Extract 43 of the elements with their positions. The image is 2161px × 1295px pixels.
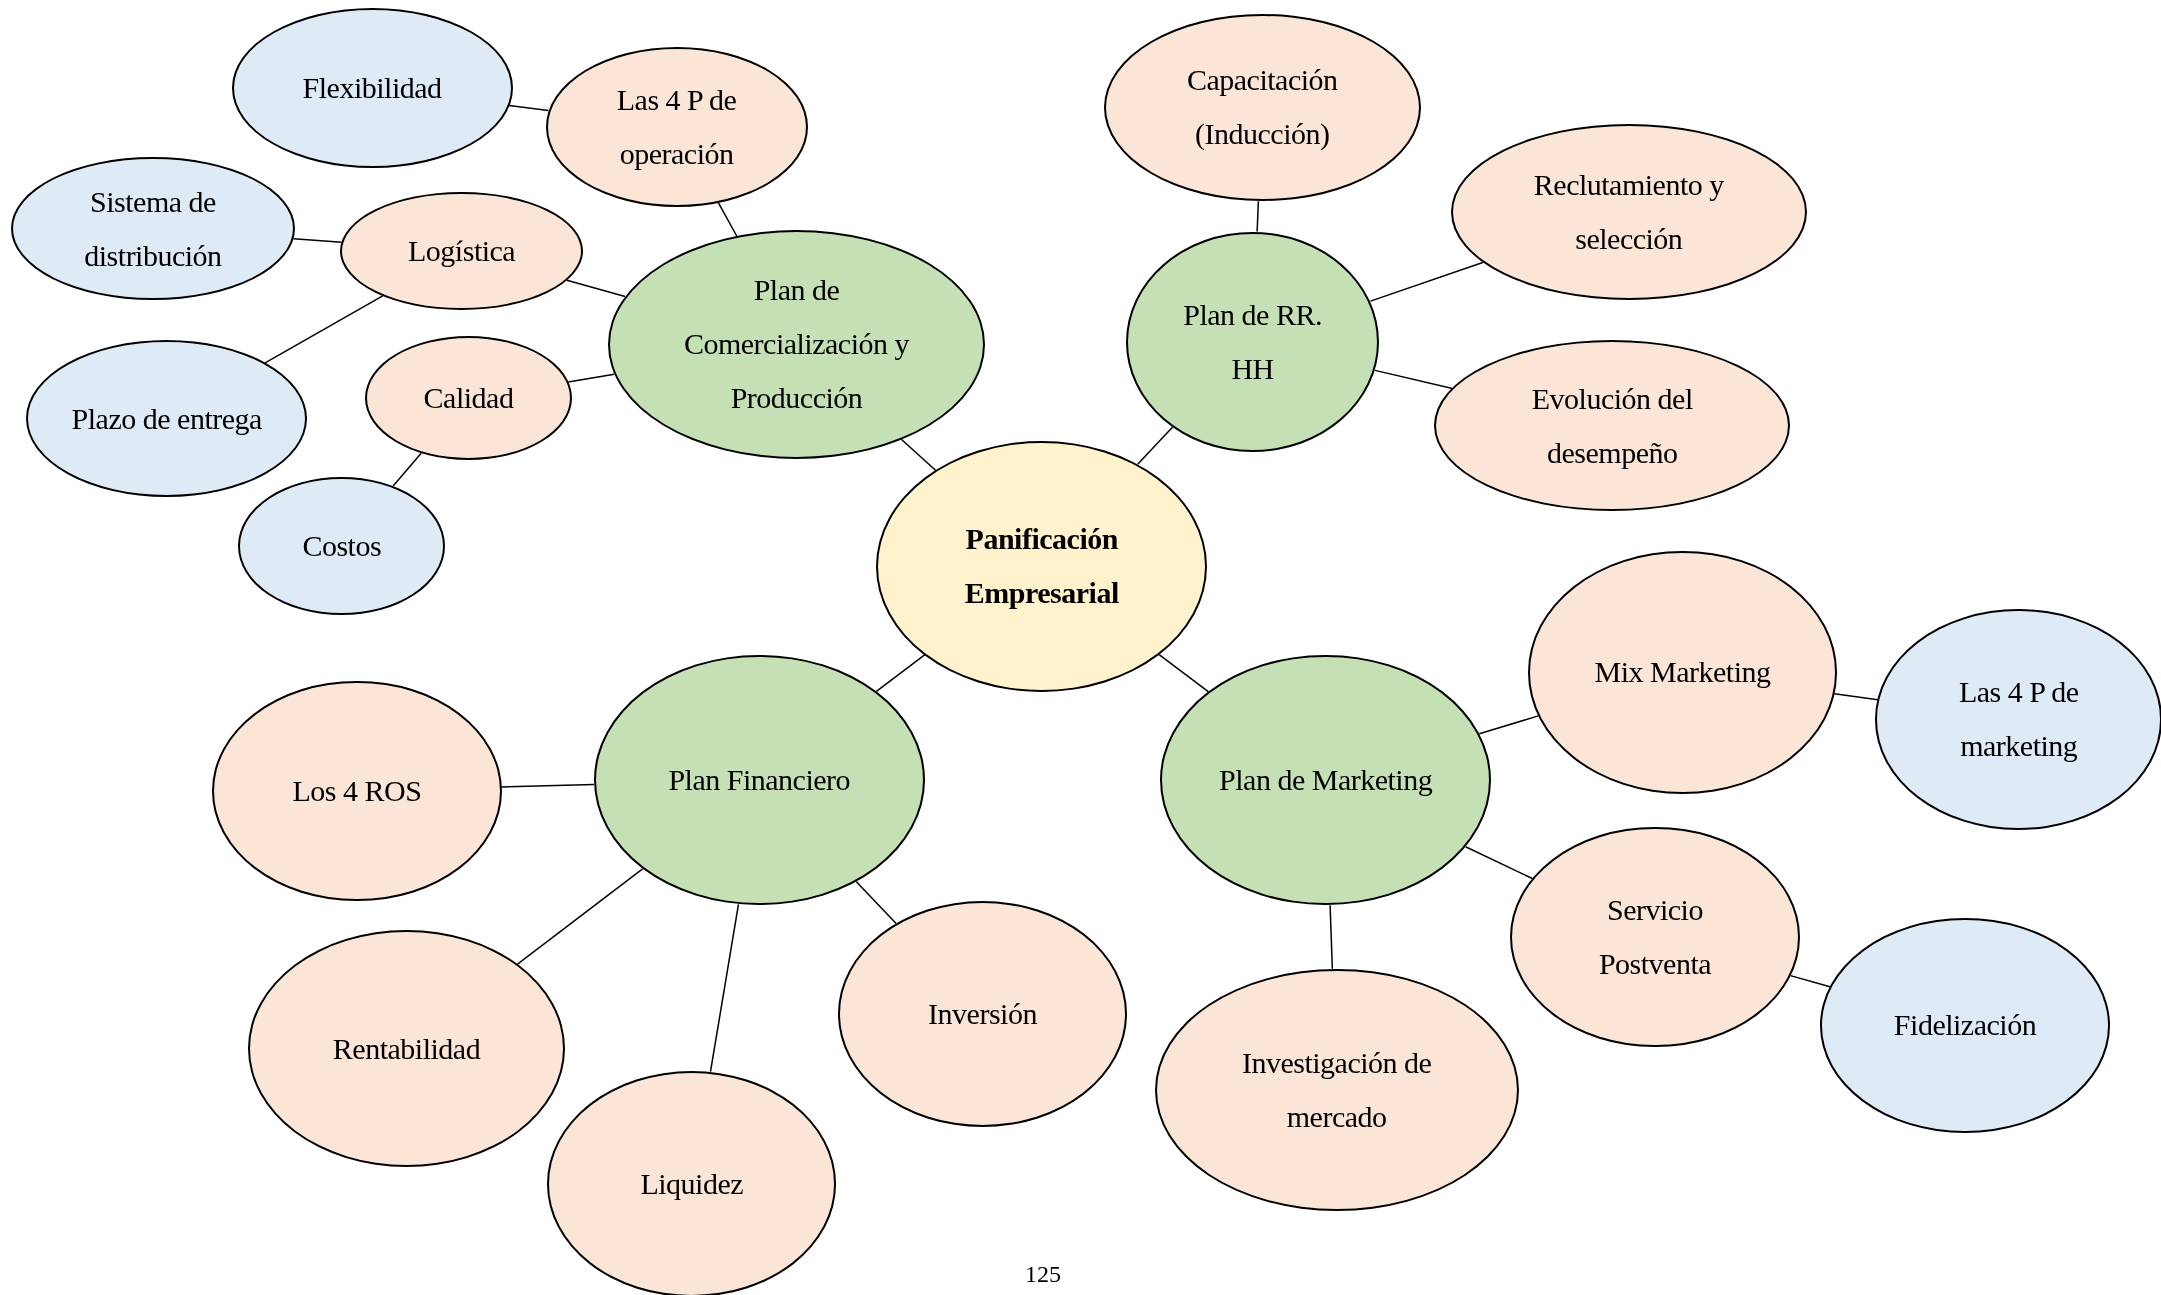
node-label: Las 4 P de operación [615,81,738,172]
connector-line [709,903,740,1073]
node-label: Liquidez [640,1165,744,1202]
connector-line [516,868,644,965]
connector-line [900,438,937,471]
node-label: Plan Financiero [668,761,851,798]
node-label: Calidad [423,380,514,417]
node-label: Plan de Comercialización y Producción [682,272,911,417]
connector-line [1329,904,1334,970]
node-label: Capacitación (Inducción) [1185,62,1339,153]
node-label: Panificación Empresarial [963,521,1120,612]
node-label: Plan de Marketing [1219,761,1433,798]
node-label: Investigación de mercado [1240,1044,1433,1135]
connector-line [1158,653,1209,693]
connector-line [1136,426,1174,465]
node-label: Mix Marketing [1594,654,1771,691]
connector-line [392,452,422,487]
connector-line [717,201,738,237]
node-label: Los 4 ROS [292,772,422,809]
connector-line [1369,261,1484,302]
connector-line [566,279,626,298]
connector-line [1833,692,1879,701]
node-label: Logística [408,232,516,269]
node-label: Costos [302,527,382,564]
node-label: Reclutamiento y selección [1532,167,1725,258]
node-label: Plazo de entrega [71,400,262,437]
node-label: Plan de RR. HH [1182,296,1323,387]
node-label: Sistema de distribución [83,183,223,274]
connector-line [855,880,897,925]
connector-line [1464,845,1534,880]
node-label: Inversión [928,996,1037,1033]
connector-line [500,783,595,788]
connector-line [1374,369,1454,390]
connector-line [264,295,384,364]
connector-line [1256,200,1260,233]
node-label: Las 4 P de marketing [1957,674,2080,765]
node-label: Flexibilidad [302,70,442,107]
node-label: Fidelización [1893,1007,2037,1044]
connector-line [875,654,926,693]
node-label: Servicio Postventa [1597,892,1713,983]
page-number: 125 [1025,1262,1061,1286]
node-label: Rentabilidad [332,1030,481,1067]
node-label: Evolución del desempeño [1530,380,1694,471]
